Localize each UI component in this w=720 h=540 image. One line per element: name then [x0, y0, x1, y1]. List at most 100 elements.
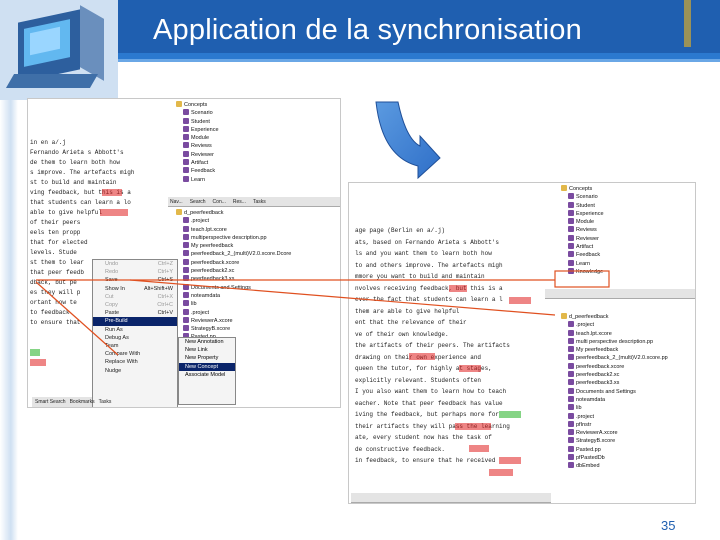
tree-item[interactable]: Student [561, 201, 604, 210]
tree-item[interactable]: Experience [561, 209, 604, 218]
tree-item-label: Student [191, 118, 210, 125]
tree-item[interactable]: teach.lpt.xcore [176, 225, 291, 234]
tree-item[interactable]: noteamdata [176, 291, 291, 300]
tree-item[interactable]: peerfeedback.xcore [561, 362, 668, 371]
tree-item[interactable]: .project [561, 412, 668, 421]
concept-icon [183, 283, 189, 290]
tree-item[interactable]: Learn [176, 175, 219, 184]
concept-icon [568, 395, 574, 402]
menu-item[interactable]: Replace With [93, 358, 177, 366]
tree-item[interactable]: Student [176, 117, 219, 126]
tree-item[interactable]: pfPastedDb [561, 454, 668, 462]
tree-item[interactable]: Reviews [176, 142, 219, 150]
tree-item[interactable]: Documents and Settings [176, 283, 291, 292]
tree-item[interactable]: Scenario [176, 109, 219, 117]
tree-item[interactable]: Knowledge [561, 267, 604, 276]
tree-item[interactable]: .project [176, 308, 291, 317]
tree-item[interactable]: peerfeedback_2_(multi)V2.0.xcore.Dcore [176, 250, 291, 258]
tree-root[interactable]: d_peerfeedback [561, 313, 668, 321]
editor-line: age page (Berlin en a/.j) [355, 227, 446, 234]
tree-item[interactable]: multi perspective description.pp [561, 337, 668, 346]
tree-root[interactable]: Concepts [176, 101, 219, 109]
tree-item[interactable]: teach.lpt.xcore [561, 329, 668, 338]
editor-line: eacher. Note that peer feedback has valu… [355, 399, 503, 407]
bottom-tab[interactable]: Tasks [98, 399, 112, 405]
submenu-item[interactable]: New Annotation [185, 339, 224, 345]
tree-root[interactable]: d_peerfeedback [176, 209, 291, 217]
submenu-item[interactable]: New Property [185, 355, 219, 362]
tree-item[interactable]: peerfeedback_2_(multi)V2.0.xcore.pp [561, 354, 668, 362]
menu-item[interactable]: Pre-Build [93, 317, 177, 326]
tree-item[interactable]: Learn [561, 259, 604, 268]
tree-root[interactable]: Concepts [561, 185, 604, 193]
tree-item[interactable]: Reviewer [561, 234, 604, 243]
tree-item[interactable]: ReviewerA.xcore [561, 429, 668, 437]
tree-item[interactable]: pfInstr [561, 420, 668, 429]
tree-item[interactable]: noteamdata [561, 395, 668, 404]
view-tab[interactable]: Res... [232, 199, 246, 205]
tree-item[interactable]: lib [176, 300, 291, 308]
tree-item[interactable]: peerfeedback3.xs [561, 379, 668, 387]
editor-line: s improve. The artefacts migh [30, 169, 135, 176]
tree-item[interactable]: My peerfeedback [561, 346, 668, 354]
tree-item[interactable]: Feedback [561, 251, 604, 259]
editor-line: ving feedback, but this is a [30, 189, 131, 196]
right-bottom-bar [351, 493, 551, 503]
tree-item[interactable]: .project [176, 217, 291, 225]
tree-item[interactable]: peerfeedback2.xc [561, 371, 668, 379]
tree-item[interactable]: Module [176, 134, 219, 142]
tree-item[interactable]: Documents and Settings [561, 387, 668, 396]
concept-icon [183, 150, 189, 157]
tree-item-label: multiperspective description.pp [191, 234, 267, 241]
tree-item[interactable]: lib [561, 404, 668, 412]
tree-item[interactable]: Scenario [561, 193, 604, 201]
submenu-item[interactable]: Associate Model [185, 371, 226, 378]
view-tab[interactable]: Nav... [170, 199, 183, 205]
menu-item[interactable]: Debug As [93, 334, 177, 342]
tree-item[interactable]: StrategyB.xcore [176, 325, 291, 333]
bottom-tab[interactable]: Bookmarks [69, 399, 95, 405]
tree-item[interactable]: My peerfeedback [176, 242, 291, 250]
tree-item[interactable]: Pasted.pp [561, 445, 668, 454]
view-tab[interactable]: Tasks [252, 199, 266, 205]
tree-item[interactable]: Module [561, 218, 604, 226]
editor-line: mmore you want to build and maintain [355, 273, 485, 280]
concept-icon [568, 354, 574, 361]
submenu-item[interactable]: New Concept [179, 362, 235, 371]
tree-item[interactable]: .project [561, 321, 668, 329]
bottom-tab[interactable]: Smart Search [35, 399, 66, 405]
tree-item[interactable]: Reviews [561, 226, 604, 234]
menu-item[interactable]: Compare With [93, 350, 177, 358]
view-tab[interactable]: Search [189, 199, 206, 205]
tree-item[interactable]: dbEmbed [561, 462, 668, 470]
tree-item[interactable]: Artifact [561, 243, 604, 251]
editor-line: iving the feedback, but perhaps more for [355, 411, 500, 418]
tree-item[interactable]: multiperspective description.pp [176, 233, 291, 242]
red-highlight [459, 365, 481, 372]
tree-item[interactable]: peerfeedback3.xs [176, 275, 291, 283]
view-tab[interactable]: Con... [212, 199, 226, 205]
tree-item[interactable]: Artifact [176, 159, 219, 167]
tree-root-label: Concepts [184, 102, 208, 108]
tree-item[interactable]: peerfeedback2.xc [176, 267, 291, 275]
tree-item[interactable]: StrategyB.xcore [561, 437, 668, 445]
concept-icon [183, 250, 189, 257]
tree-item[interactable]: Reviewer [176, 150, 219, 159]
menu-item[interactable]: Team [93, 342, 177, 350]
submenu-item[interactable]: New Link [185, 347, 208, 354]
tree-item[interactable]: Experience [176, 125, 219, 134]
menu-item[interactable]: Run As [93, 326, 177, 334]
tree-item[interactable]: peerfeedback.xcore [176, 258, 291, 267]
editor-line: de them to learn both how [30, 159, 121, 166]
menu-item[interactable]: Nudge [93, 367, 177, 375]
tree-item-label: Feedback [576, 252, 601, 259]
tree-item[interactable]: Feedback [176, 167, 219, 175]
tree-item[interactable]: ReviewerA.xcore [176, 316, 291, 325]
